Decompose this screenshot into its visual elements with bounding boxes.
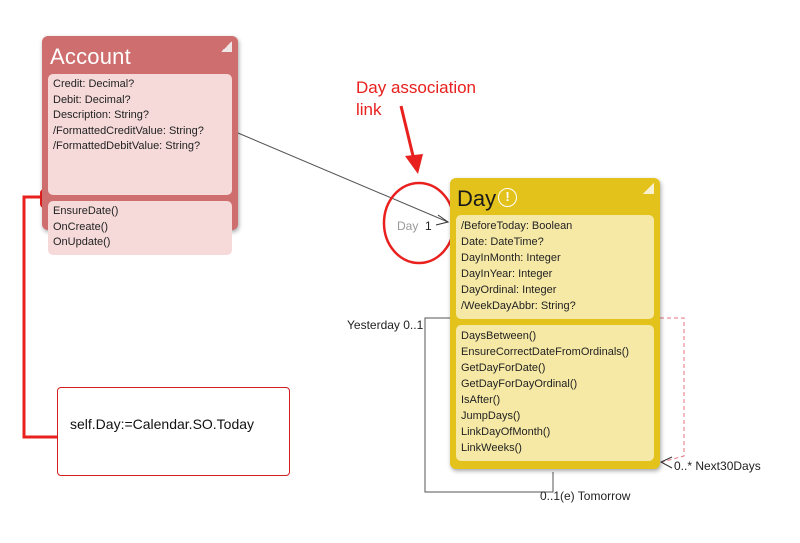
annotation-line: Day association bbox=[356, 78, 477, 97]
attribute-item[interactable]: /FormattedDebitValue: String? bbox=[53, 140, 201, 152]
operation-item[interactable]: GetDayForDate() bbox=[461, 362, 546, 374]
day-association-arrow bbox=[435, 214, 450, 226]
account-class-box[interactable]: Account Credit: Decimal? Debit: Decimal?… bbox=[42, 36, 238, 255]
operation-item[interactable]: LinkDayOfMonth() bbox=[461, 426, 551, 438]
operation-item[interactable]: GetDayForDayOrdinal() bbox=[461, 378, 578, 390]
day-multiplicity-label: 1 bbox=[425, 219, 432, 233]
next30days-role-label: 0..* Next30Days bbox=[674, 459, 761, 473]
next30days-arrow bbox=[659, 456, 673, 469]
attribute-item[interactable]: Credit: Decimal? bbox=[53, 78, 135, 90]
day-role-label: Day bbox=[397, 219, 419, 233]
account-operations-panel: EnsureDate() OnCreate() OnUpdate() bbox=[48, 201, 232, 255]
attribute-item[interactable]: Description: String? bbox=[53, 109, 149, 121]
yesterday-role-label: Yesterday 0..1 bbox=[347, 318, 424, 332]
annotation-text: Day association link bbox=[356, 77, 476, 121]
operation-item-oncreate[interactable]: OnCreate() bbox=[53, 220, 109, 233]
attribute-item[interactable]: /BeforeToday: Boolean bbox=[461, 220, 573, 232]
day-class-box[interactable]: Day ! /BeforeToday: Boolean Date: DateTi… bbox=[450, 178, 660, 469]
attribute-item[interactable]: /WeekDayAbbr: String? bbox=[461, 300, 576, 312]
fold-corner-icon bbox=[643, 183, 654, 194]
fold-corner-icon bbox=[221, 41, 232, 52]
attribute-item[interactable]: /FormattedCreditValue: String? bbox=[53, 124, 204, 137]
operation-item[interactable]: OnUpdate() bbox=[53, 236, 111, 248]
annotation-line: link bbox=[356, 100, 382, 119]
annotation-arrow-head bbox=[405, 154, 423, 174]
tomorrow-role-label: 0..1(e) Tomorrow bbox=[540, 489, 631, 503]
warning-icon[interactable]: ! bbox=[498, 188, 517, 207]
day-class-title: Day bbox=[457, 186, 497, 211]
attribute-item[interactable]: Debit: Decimal? bbox=[53, 93, 131, 106]
operation-item[interactable]: DaysBetween() bbox=[461, 330, 537, 342]
day-attributes-panel: /BeforeToday: Boolean Date: DateTime? Da… bbox=[456, 215, 654, 319]
next30days-association-line[interactable] bbox=[660, 317, 685, 463]
highlight-circle bbox=[382, 181, 456, 265]
attribute-item[interactable]: DayInYear: Integer bbox=[461, 268, 553, 280]
account-class-title: Account bbox=[50, 44, 131, 69]
account-attributes-panel: Credit: Decimal? Debit: Decimal? Descrip… bbox=[48, 74, 232, 195]
code-note-text: self.Day:=Calendar.SO.Today bbox=[70, 416, 255, 432]
day-association-line[interactable] bbox=[237, 132, 449, 223]
day-operations-panel: DaysBetween() EnsureCorrectDateFromOrdin… bbox=[456, 325, 654, 461]
attribute-item[interactable]: DayOrdinal: Integer bbox=[461, 284, 557, 296]
attribute-item[interactable]: DayInMonth: Integer bbox=[461, 252, 561, 264]
code-note-box[interactable]: self.Day:=Calendar.SO.Today bbox=[57, 387, 290, 476]
operation-item[interactable]: EnsureDate() bbox=[53, 205, 119, 217]
attribute-item[interactable]: Date: DateTime? bbox=[461, 236, 544, 248]
operation-item[interactable]: JumpDays() bbox=[461, 410, 521, 422]
operation-item[interactable]: IsAfter() bbox=[461, 394, 501, 406]
operation-item[interactable]: EnsureCorrectDateFromOrdinals() bbox=[461, 346, 630, 358]
operation-item[interactable]: LinkWeeks() bbox=[461, 442, 522, 454]
